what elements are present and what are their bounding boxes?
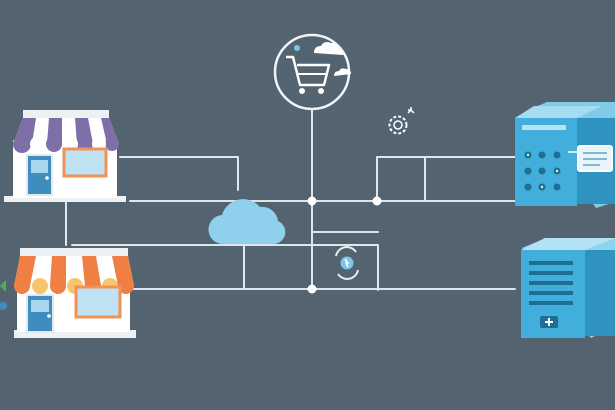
connector-line: [119, 156, 239, 191]
connector-line: [71, 244, 379, 291]
shopping-cart-icon: [273, 33, 351, 111]
storefront-purple-icon: [4, 110, 126, 202]
junction-dot: [307, 196, 317, 206]
sync-icon: [335, 246, 359, 280]
junction-dots: [307, 196, 382, 294]
gear-icon: [388, 107, 415, 135]
junction-dot: [307, 284, 317, 294]
server-dashboard-icon: [515, 102, 615, 208]
storefront-orange-icon: [0, 248, 136, 338]
junction-dot: [372, 196, 382, 206]
cloud-icon: [208, 199, 286, 245]
server-rack-icon: [521, 238, 615, 338]
connector-line: [376, 156, 516, 202]
connector-lines: [65, 107, 516, 291]
